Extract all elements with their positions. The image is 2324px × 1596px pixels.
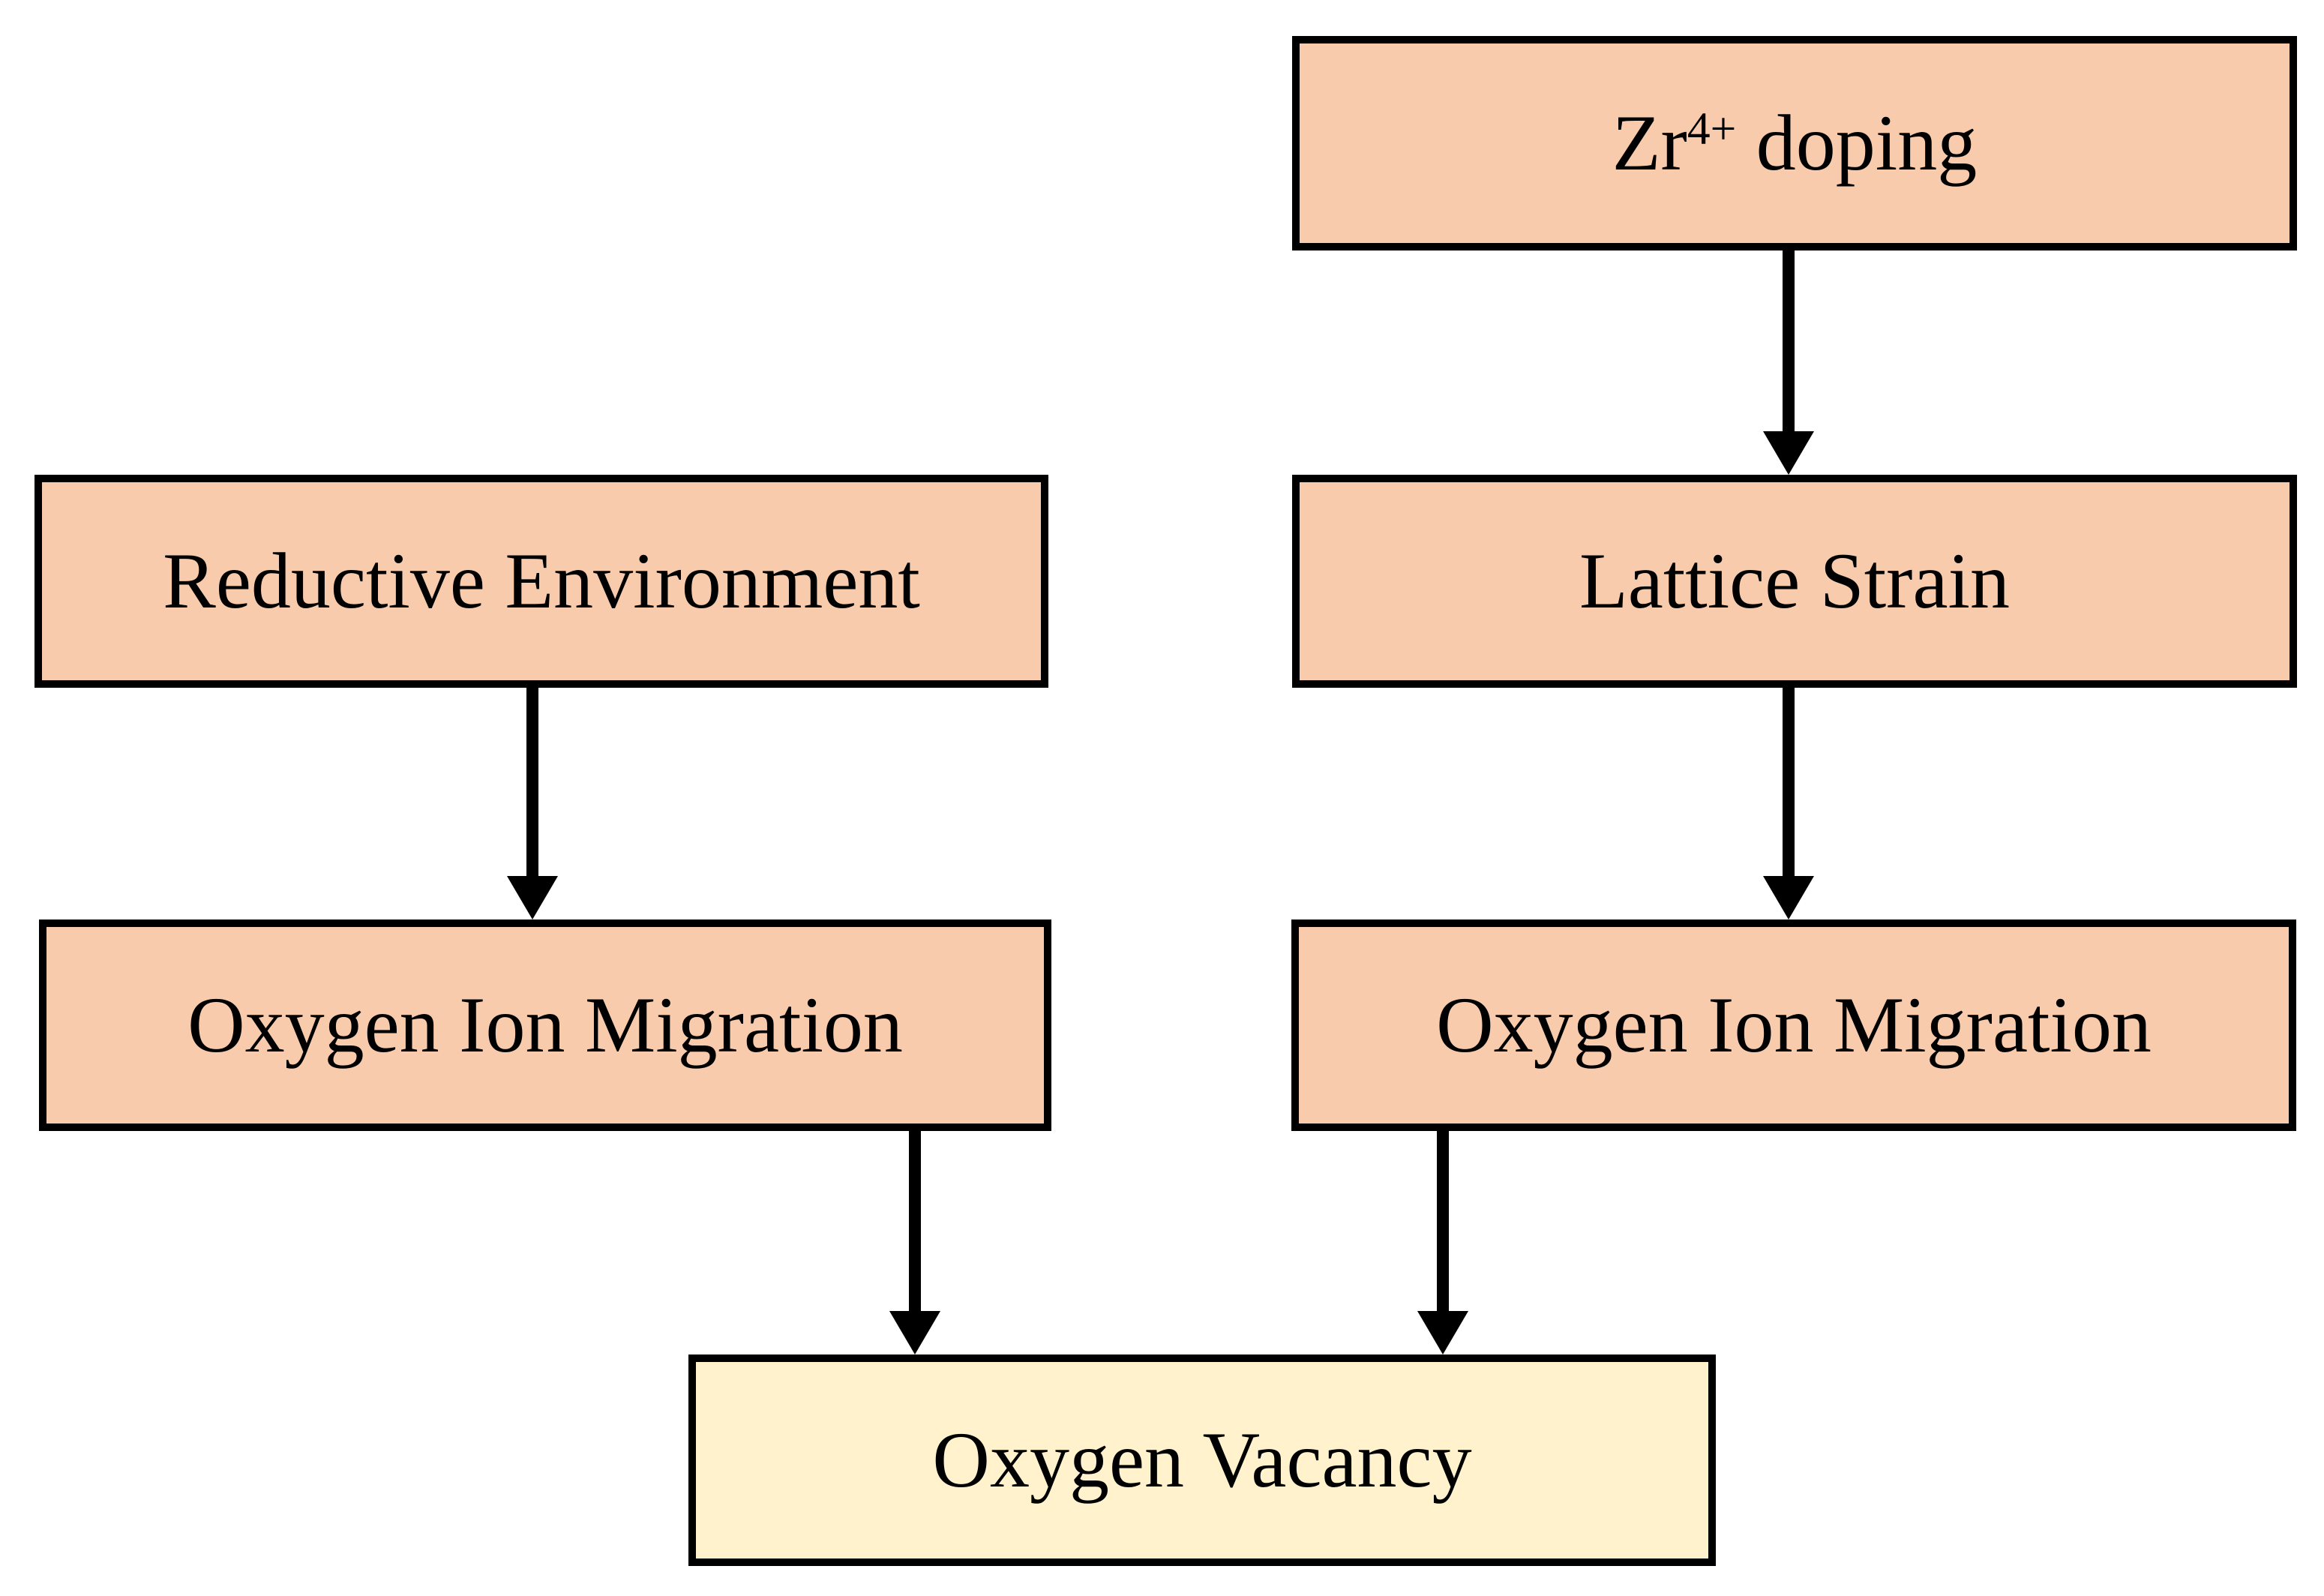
superscript-charge: 4+ — [1687, 104, 1737, 155]
arrow-zr-doping-to-lattice-strain — [1763, 249, 1814, 475]
arrow-stem — [1437, 1130, 1449, 1312]
node-oxygen-ion-migration-right: Oxygen Ion Migration — [1291, 920, 2296, 1131]
node-oxygen-vacancy-label: Oxygen Vacancy — [932, 1416, 1472, 1504]
node-oxygen-ion-migration-left: Oxygen Ion Migration — [39, 920, 1051, 1131]
arrow-down-head-icon — [507, 876, 558, 920]
node-zr-doping: Zr4+ doping — [1292, 36, 2297, 250]
arrow-reductive-environment-to-oxygen-ion-migration — [507, 686, 558, 920]
node-zr-doping-label: Zr4+ doping — [1612, 99, 1978, 187]
arrow-down-head-icon — [1763, 431, 1814, 475]
node-lattice-strain-label: Lattice Strain — [1579, 537, 2010, 625]
arrow-lattice-strain-to-oxygen-ion-migration — [1763, 686, 1814, 920]
arrow-down-head-icon — [1763, 876, 1814, 920]
node-oxygen-ion-migration-right-label: Oxygen Ion Migration — [1436, 981, 2152, 1069]
node-oxygen-vacancy: Oxygen Vacancy — [688, 1354, 1716, 1566]
arrow-oxygen-ion-migration-left-to-oxygen-vacancy — [889, 1130, 940, 1354]
arrow-down-head-icon — [889, 1311, 940, 1354]
node-reductive-environment: Reductive Environment — [34, 475, 1048, 688]
arrow-stem — [1783, 686, 1795, 878]
arrow-oxygen-ion-migration-right-to-oxygen-vacancy — [1417, 1130, 1468, 1354]
arrow-stem — [526, 686, 538, 878]
node-oxygen-ion-migration-left-label: Oxygen Ion Migration — [187, 981, 903, 1069]
arrow-down-head-icon — [1417, 1311, 1468, 1354]
arrow-stem — [909, 1130, 921, 1312]
node-lattice-strain: Lattice Strain — [1292, 475, 2297, 688]
arrow-stem — [1783, 249, 1795, 433]
node-reductive-environment-label: Reductive Environment — [163, 537, 920, 625]
